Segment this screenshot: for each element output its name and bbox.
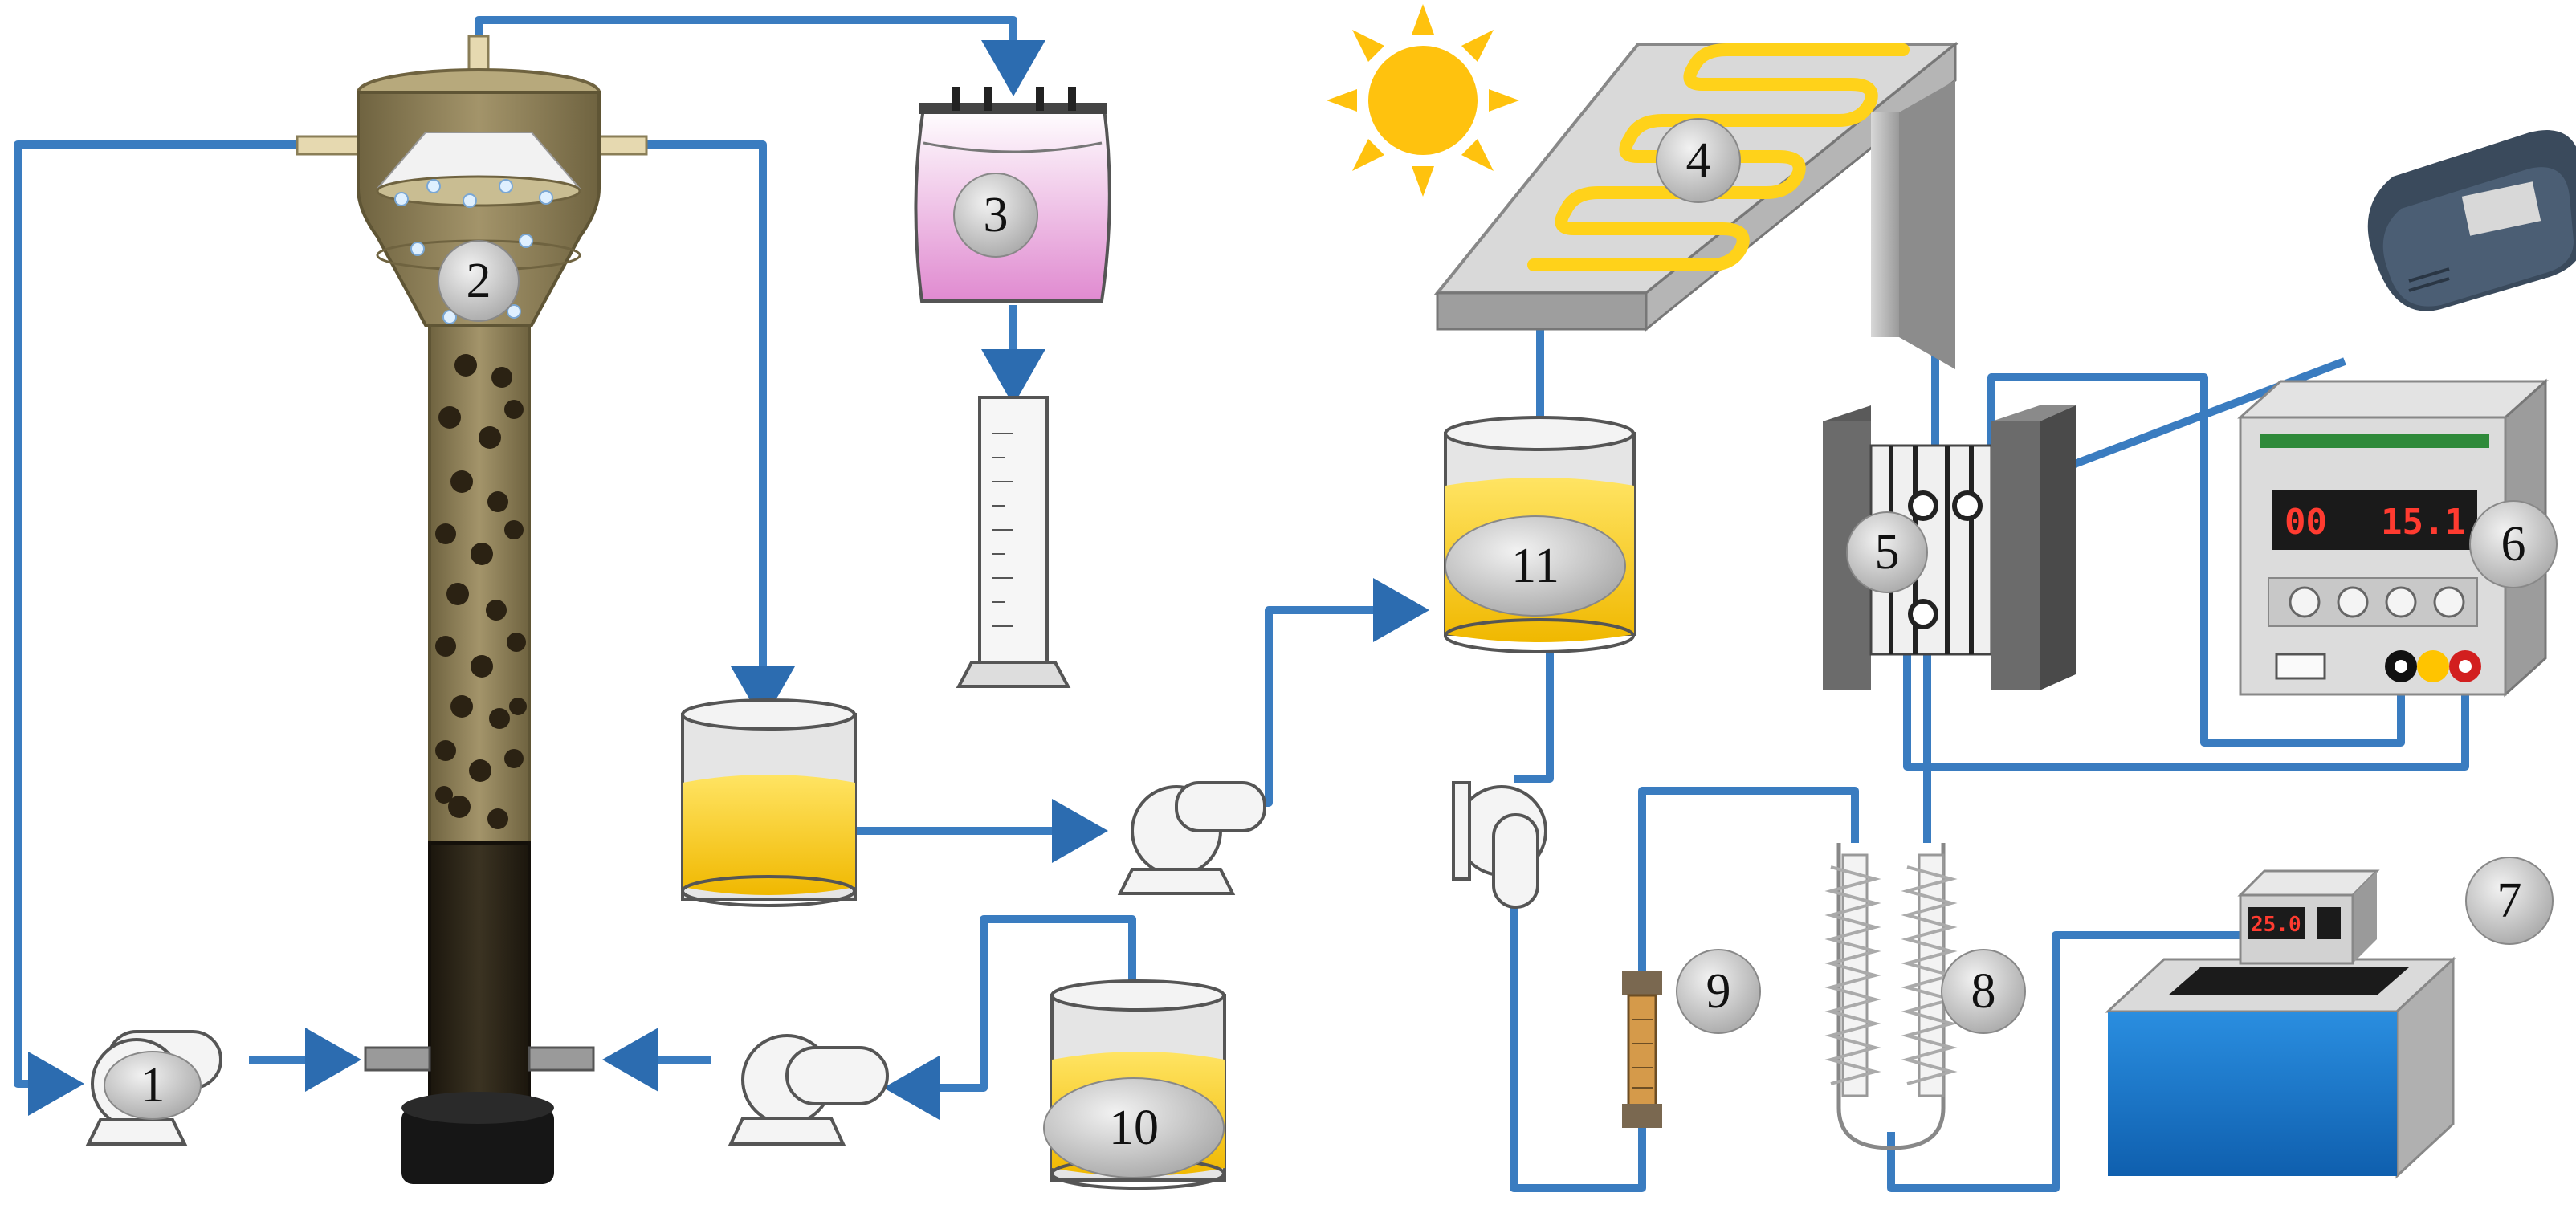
flowmeter xyxy=(1622,971,1662,1128)
label-badge-7: 7 xyxy=(2465,857,2554,945)
label-badge-8: 8 xyxy=(1941,949,2026,1034)
svg-text:4: 4 xyxy=(1686,133,1711,188)
pipe-cell-to-power-bottom xyxy=(1903,638,2469,771)
fluidized-bed-reactor xyxy=(296,35,648,1184)
gas-bubbles xyxy=(394,179,553,324)
power-knobs[interactable] xyxy=(2289,586,2465,618)
pipe-recycle-left xyxy=(14,140,301,1116)
power-switch[interactable] xyxy=(2275,653,2326,680)
air-pump-icon xyxy=(2367,130,2576,311)
bath-readout: 25.0 xyxy=(2251,913,2301,937)
pipe-flowmeter-to-exchanger xyxy=(1638,787,1859,975)
bed-particles xyxy=(435,354,527,829)
pipe-cell-to-power-top xyxy=(1987,373,2405,747)
label-badge-4: 4 xyxy=(1656,118,1741,203)
pipe-exchanger-to-bath xyxy=(1887,931,2289,1192)
label-badge-9: 9 xyxy=(1676,949,1761,1034)
pipe-tank11-to-pump xyxy=(1514,650,1554,783)
pipe-reactor-to-beaker xyxy=(610,140,795,723)
sun-icon xyxy=(1327,4,1519,197)
centrifugal-pump-loop xyxy=(1452,781,1547,909)
pipe-pump-to-tank11 xyxy=(1257,578,1429,807)
graduated-cylinder xyxy=(956,396,1071,688)
power-display-right: 15.1 xyxy=(2381,502,2466,543)
svg-text:3: 3 xyxy=(984,188,1009,242)
power-display-left: 00 xyxy=(2285,502,2327,543)
effluent-beaker xyxy=(681,698,857,907)
label-badge-1: 1 xyxy=(104,1051,202,1120)
svg-text:6: 6 xyxy=(2501,517,2526,572)
svg-text:5: 5 xyxy=(1875,525,1900,580)
terminal-yellow[interactable] xyxy=(2417,650,2449,682)
svg-text:2: 2 xyxy=(467,254,491,308)
svg-text:1: 1 xyxy=(141,1058,165,1113)
centrifugal-pump-recycle xyxy=(728,1034,889,1146)
water-bath: 25.0 xyxy=(2105,869,2456,1179)
electrochemical-cell xyxy=(1823,405,2076,690)
pipe-pump-to-flowmeter xyxy=(1510,887,1646,1192)
label-badge-11: 11 xyxy=(1445,515,1626,617)
label-badge-6: 6 xyxy=(2469,500,2558,588)
svg-text:10: 10 xyxy=(1109,1101,1159,1155)
label-badge-10: 10 xyxy=(1043,1077,1225,1178)
svg-text:7: 7 xyxy=(2497,873,2522,928)
svg-text:9: 9 xyxy=(1706,964,1731,1019)
label-badge-3: 3 xyxy=(953,173,1038,258)
label-badge-2: 2 xyxy=(438,240,520,322)
pipe-tank10-to-pump xyxy=(883,915,1136,1120)
svg-text:11: 11 xyxy=(1511,539,1559,593)
heat-exchanger xyxy=(1824,843,1958,1150)
centrifugal-pump-transfer xyxy=(1117,781,1266,895)
dc-power-supply: 00 15.1 xyxy=(2237,378,2549,698)
svg-text:8: 8 xyxy=(1971,964,1996,1019)
label-badge-5: 5 xyxy=(1846,511,1928,593)
